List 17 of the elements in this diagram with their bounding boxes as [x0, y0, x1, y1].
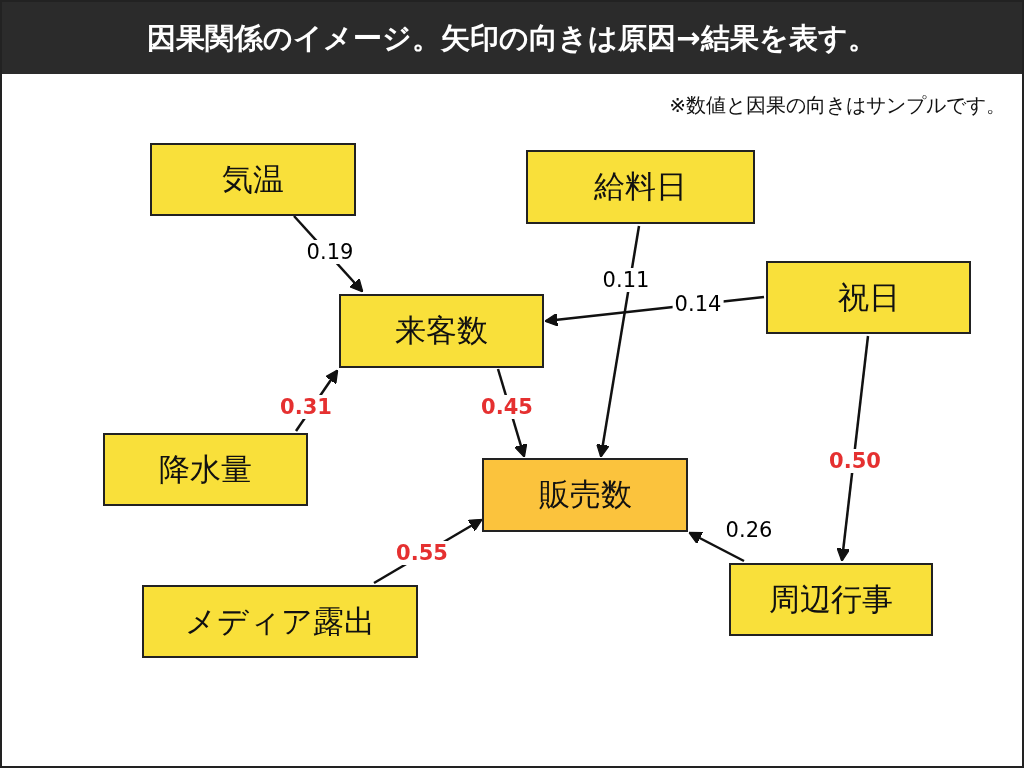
- factor-box: 気温: [150, 143, 356, 216]
- edge-label: 0.50: [827, 449, 883, 473]
- factor-box: 祝日: [766, 261, 971, 334]
- note-text: ※数値と因果の向きはサンプルです。: [669, 92, 1006, 119]
- factor-box: メディア露出: [142, 585, 418, 658]
- header-title: 因果関係のイメージ。矢印の向きは原因→結果を表す。: [2, 2, 1022, 74]
- target-box: 販売数: [482, 458, 688, 532]
- edge-label: 0.45: [479, 395, 535, 419]
- arrow: [836, 335, 870, 562]
- factor-box: 降水量: [103, 433, 308, 506]
- edge-label: 0.31: [278, 395, 334, 419]
- factor-box: 周辺行事: [729, 563, 933, 636]
- factor-box: 給料日: [526, 150, 755, 224]
- factor-box: 来客数: [339, 294, 544, 368]
- arrow: [688, 531, 745, 563]
- arrow: [596, 225, 641, 458]
- edge-label: 0.55: [394, 541, 450, 565]
